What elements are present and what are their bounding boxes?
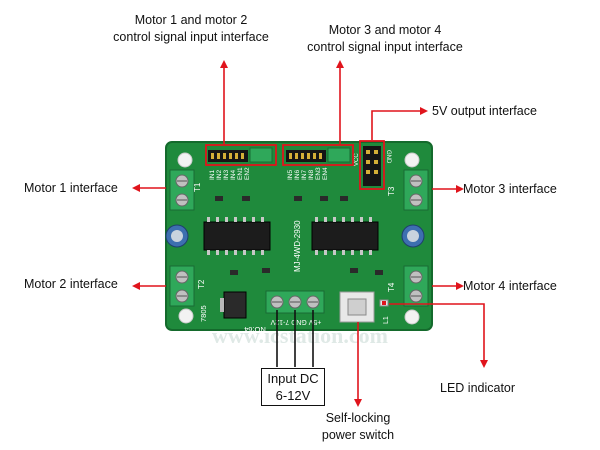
silk-t1: T1: [193, 182, 202, 192]
pin-label: IN2: [216, 170, 223, 181]
label-input-dc: Input DC 6-12V: [261, 368, 325, 406]
highlight-box-right: [282, 144, 354, 166]
terminal-power-input: [265, 290, 325, 314]
pin-labels-left: IN1 IN2 IN3 IN4 EN1 EN2: [209, 167, 251, 180]
label-line: Self-locking: [325, 411, 391, 425]
ic-chip-right: [311, 217, 379, 255]
label-5v-output: 5V output interface: [432, 104, 537, 118]
label-line: Input DC: [267, 371, 319, 386]
label-line: Motor 3 and motor 4: [328, 23, 442, 37]
mounting-hole: [178, 308, 194, 324]
ic-chip-left: [203, 217, 271, 255]
pin-label: EN1: [237, 167, 244, 180]
pin-label: EN3: [315, 167, 322, 180]
capacitor-left: [165, 224, 189, 248]
label-motor3: Motor 3 interface: [463, 182, 557, 196]
label-motor1: Motor 1 interface: [24, 181, 118, 195]
silk-t2: T2: [197, 279, 206, 289]
silk-l1: L1: [383, 316, 390, 324]
label-motor34-signal: Motor 3 and motor 4 control signal input…: [290, 22, 480, 56]
pin-label: IN4: [230, 170, 237, 181]
mounting-hole: [177, 152, 193, 168]
mounting-hole: [404, 152, 420, 168]
silk-vcc: VCC: [354, 153, 360, 166]
pin-label: IN3: [223, 170, 230, 181]
label-motor2: Motor 2 interface: [24, 277, 118, 291]
label-line: Motor 1 and motor 2: [134, 13, 248, 27]
header-motor34-signal: [286, 147, 351, 163]
label-line: control signal input interface: [307, 40, 463, 54]
board-number-label: NO:64: [244, 325, 266, 334]
driver-board: T1 T2 T3 T4: [165, 141, 433, 334]
highlight-box-5v: [359, 140, 385, 190]
terminal-motor4: [403, 265, 429, 307]
pin-label: EN4: [322, 167, 329, 180]
label-motor12-signal: Motor 1 and motor 2 control signal input…: [96, 12, 286, 46]
smd-components: [215, 196, 383, 275]
pin-label: EN2: [244, 167, 251, 180]
silk-t3: T3: [387, 186, 396, 196]
arrows: [132, 60, 488, 407]
voltage-regulator: [220, 291, 247, 319]
led-component: [379, 299, 389, 307]
terminal-motor1: [169, 169, 195, 211]
terminal-motor2: [169, 265, 195, 307]
pin-label: IN5: [287, 170, 294, 181]
label-power-switch: Self-locking power switch: [318, 410, 398, 444]
pin-label: IN7: [301, 170, 308, 181]
label-line: power switch: [321, 428, 395, 442]
power-terminal-silk: +5V GND 7-12V: [270, 318, 321, 325]
board-model-label: MJ-4WD-2930: [293, 220, 302, 272]
arrow-led: [389, 303, 488, 368]
pin-labels-right: IN5 IN6 IN7 IN8 EN3 EN4: [287, 167, 329, 180]
self-locking-switch: [339, 291, 375, 323]
pin-label: IN8: [308, 170, 315, 181]
mounting-hole: [404, 309, 420, 325]
pin-label: IN1: [209, 170, 216, 181]
label-line: control signal input interface: [113, 30, 269, 44]
header-5v-output: VCC GND: [354, 146, 391, 186]
capacitor-right: [401, 224, 425, 248]
input-dc-leads: [276, 310, 314, 367]
highlight-box-left: [205, 144, 277, 166]
arrow-5v-output: [371, 107, 428, 140]
label-motor4: Motor 4 interface: [463, 279, 557, 293]
header-motor12-signal: [208, 147, 273, 163]
label-led: LED indicator: [440, 381, 516, 395]
silk-t4: T4: [387, 282, 396, 292]
label-line: 6-12V: [275, 388, 311, 403]
silk-gnd: GND: [385, 150, 391, 164]
terminal-motor3: [403, 169, 429, 211]
pin-label: IN6: [294, 170, 301, 181]
regulator-label: 7805: [199, 305, 208, 322]
